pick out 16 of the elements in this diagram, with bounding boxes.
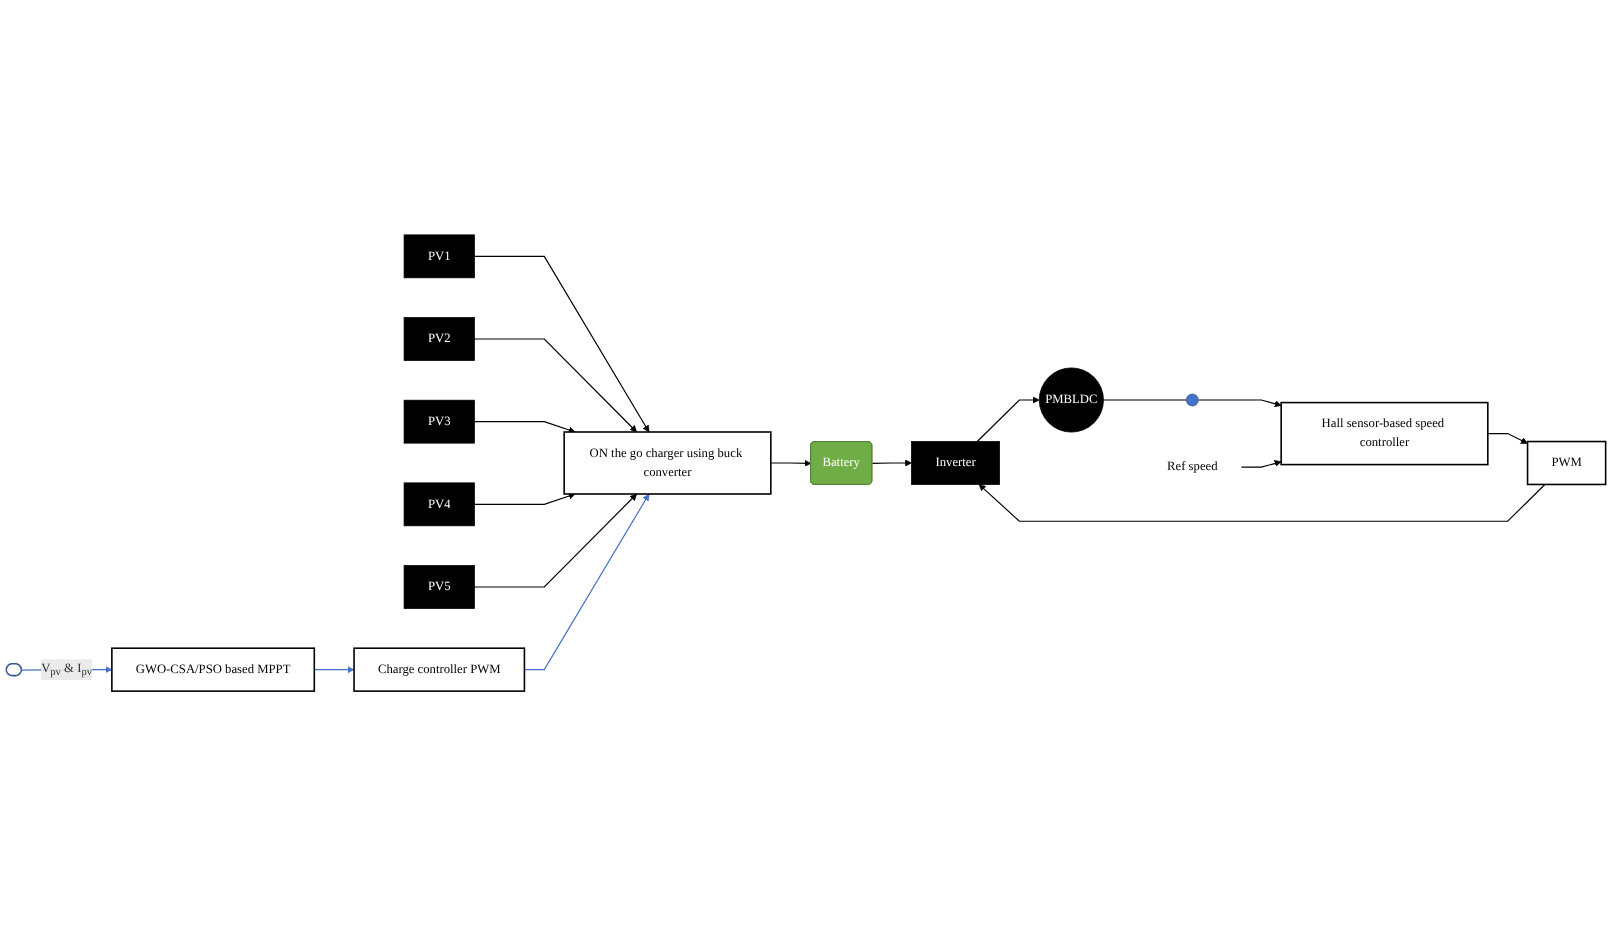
arrow <box>313 666 355 674</box>
arrow <box>473 421 576 434</box>
arrow <box>473 338 637 433</box>
arrow <box>978 483 1546 522</box>
arrow <box>1240 460 1282 468</box>
arrow <box>523 493 650 671</box>
arrow <box>976 396 1040 443</box>
arrow <box>871 459 912 467</box>
arrow <box>473 255 650 433</box>
arrow <box>770 459 812 467</box>
arrow <box>473 493 637 588</box>
arrow <box>1487 433 1528 444</box>
node-circle <box>1185 393 1199 407</box>
arrow <box>473 492 576 505</box>
arrow <box>1197 399 1282 408</box>
connector <box>1102 399 1187 401</box>
